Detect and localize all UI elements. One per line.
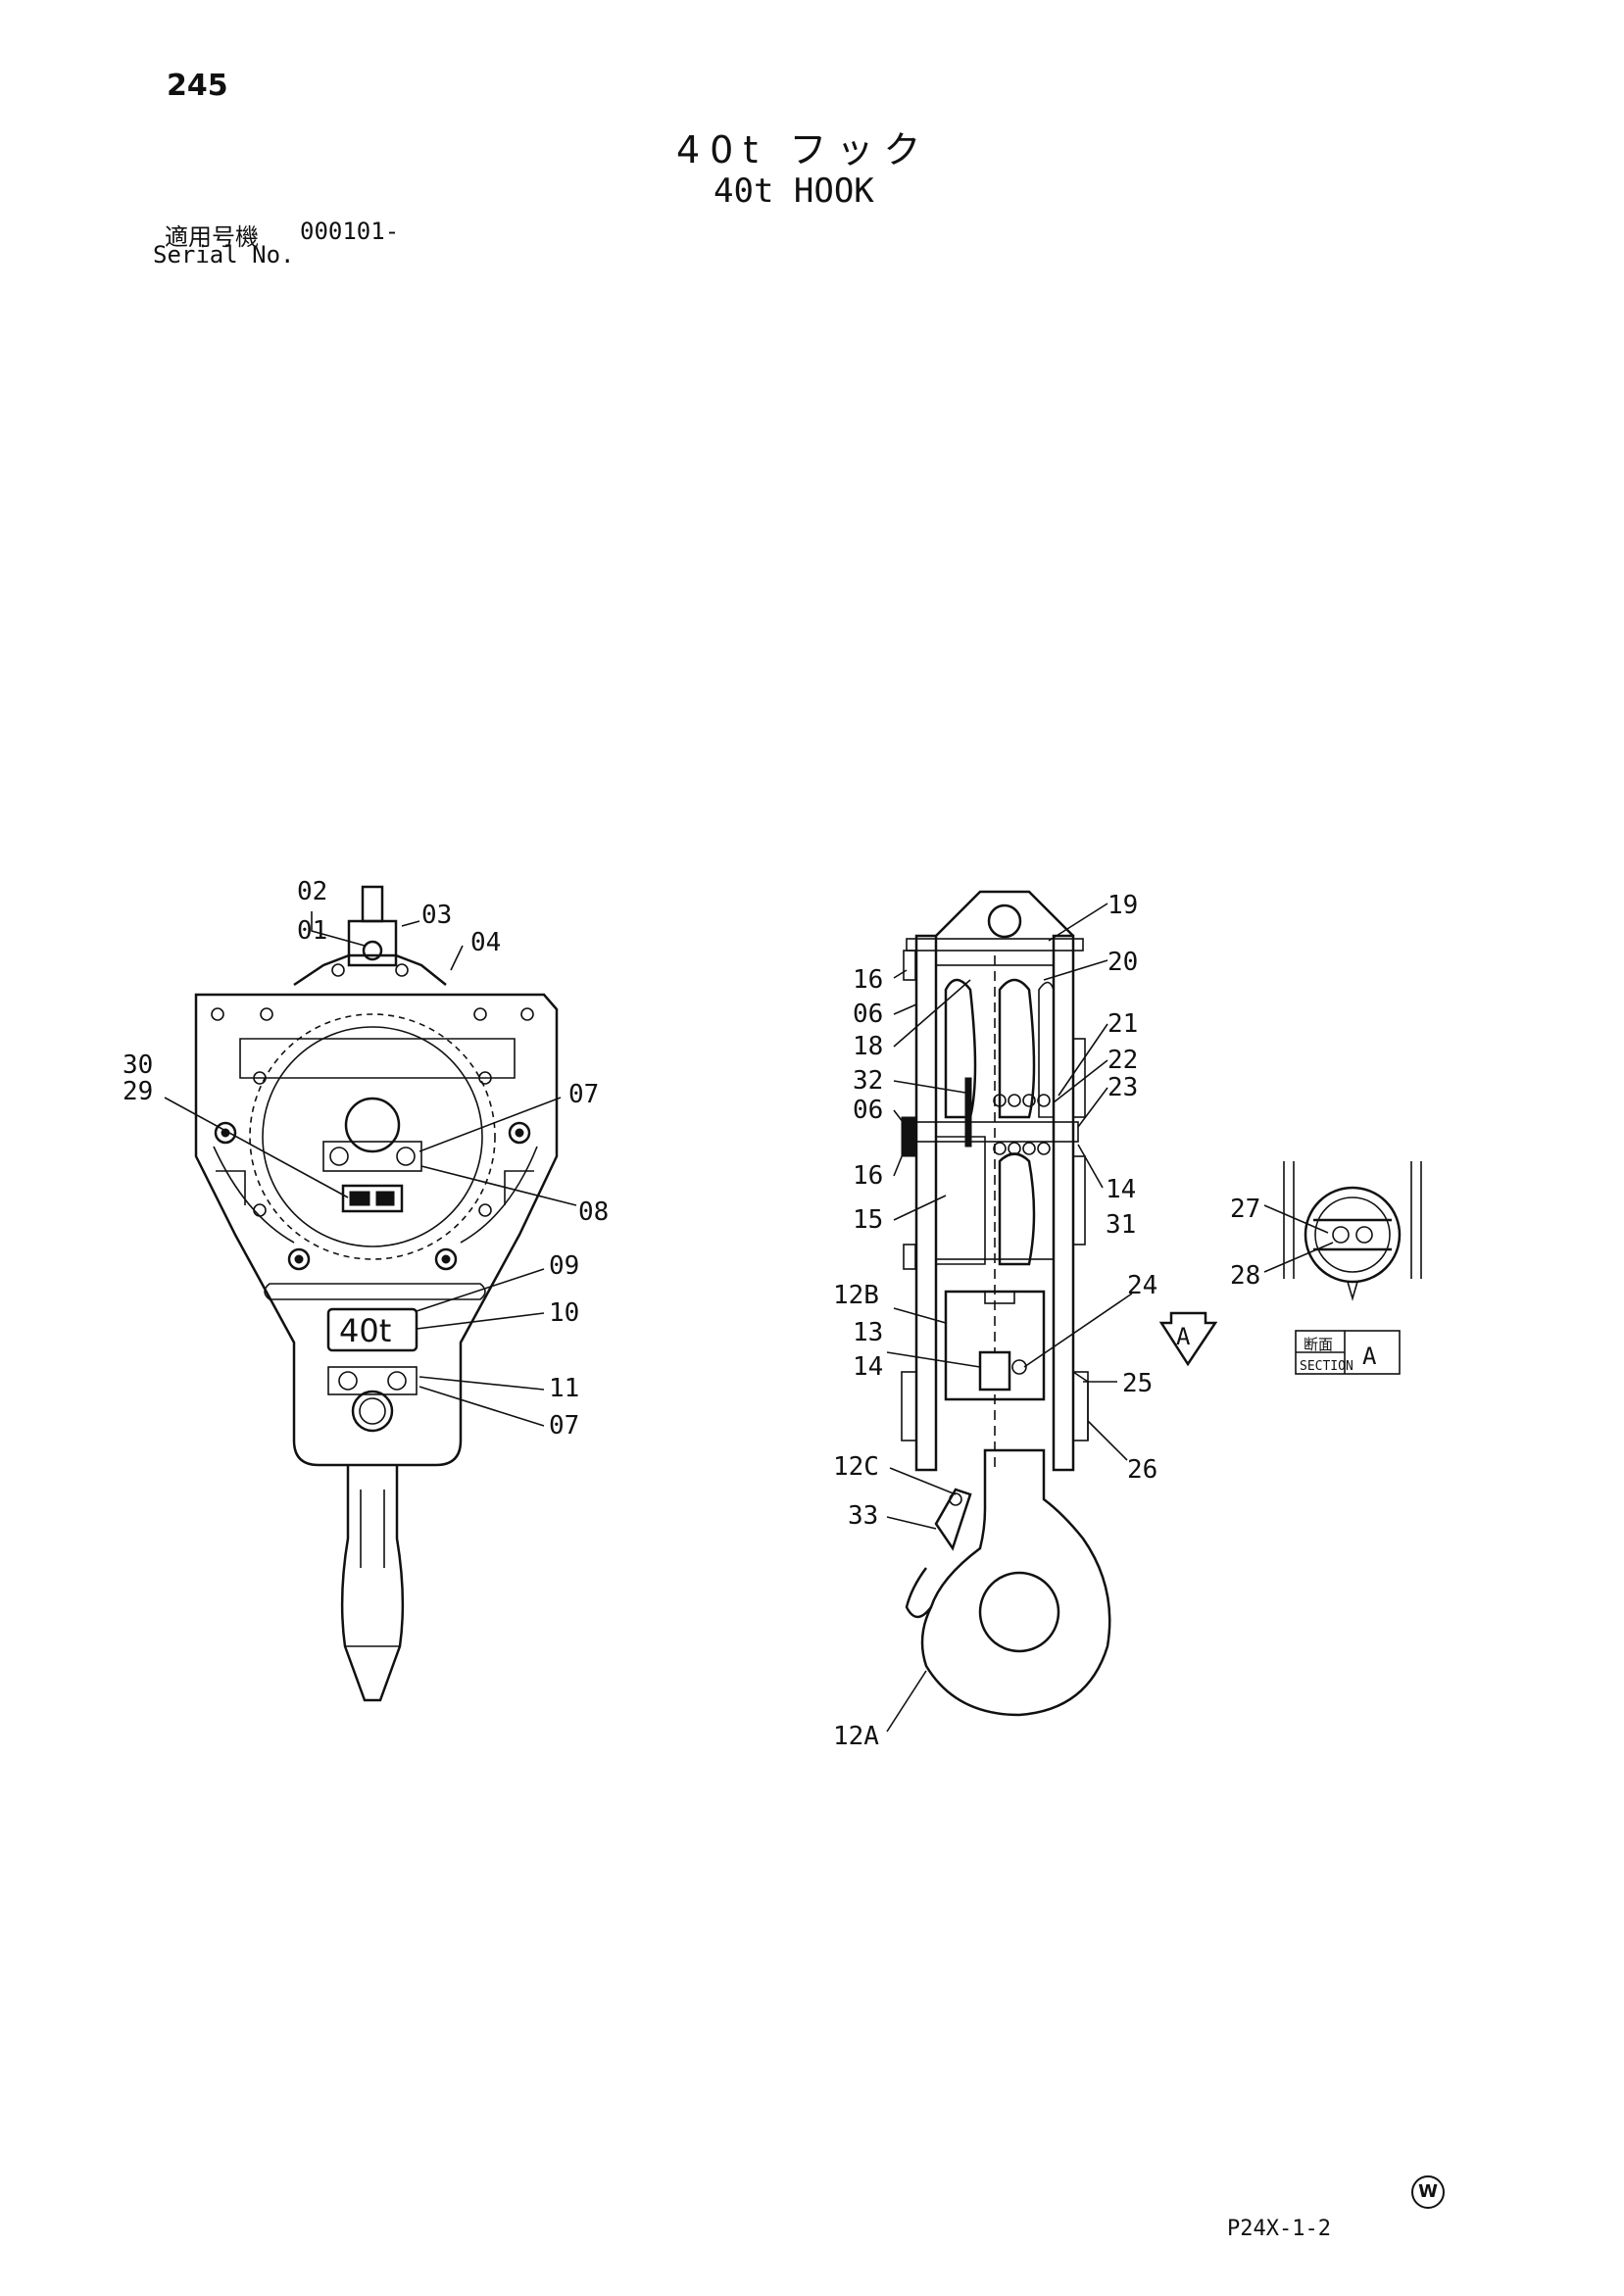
- callout-06a: 06: [853, 1000, 883, 1029]
- callout-29: 29: [123, 1077, 153, 1106]
- title-english: 40t HOOK: [714, 171, 874, 211]
- section-letter: A: [1362, 1343, 1377, 1370]
- footer-code: P24X-1-2: [1227, 2217, 1331, 2241]
- front-plate-text: 40t: [339, 1312, 391, 1349]
- callout-15: 15: [853, 1205, 883, 1235]
- callout-07b: 07: [549, 1411, 579, 1441]
- callout-26: 26: [1127, 1455, 1157, 1485]
- section-arrow-letter: A: [1176, 1323, 1191, 1350]
- callout-07a: 07: [568, 1080, 599, 1109]
- section-view: 27 28 断面 SECTION A: [1230, 1161, 1422, 1375]
- callout-33: 33: [848, 1501, 878, 1531]
- callout-21: 21: [1107, 1009, 1138, 1039]
- callout-14b: 14: [853, 1352, 883, 1382]
- side-leaders: [886, 903, 1133, 1733]
- serial-label-japanese: 適用号機: [165, 223, 259, 251]
- front-callouts: 02 01 03 04 30 29 07 08 09 10 11 07: [123, 877, 609, 1441]
- serial-label-english: Serial No.: [153, 241, 295, 269]
- page-number: 245: [167, 69, 228, 103]
- callout-13: 13: [853, 1318, 883, 1347]
- front-leaders: [164, 911, 577, 1427]
- callout-20: 20: [1107, 948, 1138, 977]
- callout-32: 32: [853, 1066, 883, 1096]
- callout-19: 19: [1107, 891, 1138, 920]
- callout-16a: 16: [853, 965, 883, 995]
- callout-18: 18: [853, 1032, 883, 1061]
- callout-04: 04: [470, 928, 501, 957]
- callout-30: 30: [123, 1050, 153, 1080]
- callout-06b: 06: [853, 1096, 883, 1125]
- callout-03: 03: [421, 901, 452, 930]
- callout-02: 02: [297, 877, 327, 906]
- callout-11: 11: [549, 1374, 579, 1403]
- callout-31: 31: [1106, 1210, 1136, 1240]
- callout-27: 27: [1230, 1195, 1260, 1224]
- callout-12b: 12B: [833, 1281, 879, 1310]
- section-arrow: A: [1158, 1311, 1218, 1367]
- callout-12c: 12C: [833, 1452, 879, 1482]
- callout-22: 22: [1107, 1046, 1138, 1075]
- callout-24: 24: [1127, 1271, 1157, 1300]
- callout-16b: 16: [853, 1161, 883, 1191]
- callout-14a: 14: [1106, 1175, 1136, 1204]
- callout-08: 08: [578, 1197, 609, 1227]
- front-view: 40t: [194, 885, 559, 1702]
- side-callouts: 19 16 06 20 18 21 22 32 23 06 16 14 31 1…: [833, 891, 1157, 1751]
- callout-09: 09: [549, 1251, 579, 1281]
- callout-28: 28: [1230, 1261, 1260, 1291]
- side-view: [901, 890, 1111, 1717]
- callout-25: 25: [1122, 1369, 1153, 1398]
- section-label-jp: 断面: [1304, 1336, 1333, 1353]
- callout-01: 01: [297, 916, 327, 946]
- callout-10: 10: [549, 1298, 579, 1328]
- section-label-en: SECTION: [1300, 1359, 1353, 1374]
- serial-value: 000101-: [300, 218, 400, 245]
- callout-12a: 12A: [833, 1722, 879, 1751]
- callout-23: 23: [1107, 1073, 1138, 1102]
- title-japanese: 40t フック: [676, 128, 931, 171]
- w-mark: W: [1411, 2175, 1445, 2209]
